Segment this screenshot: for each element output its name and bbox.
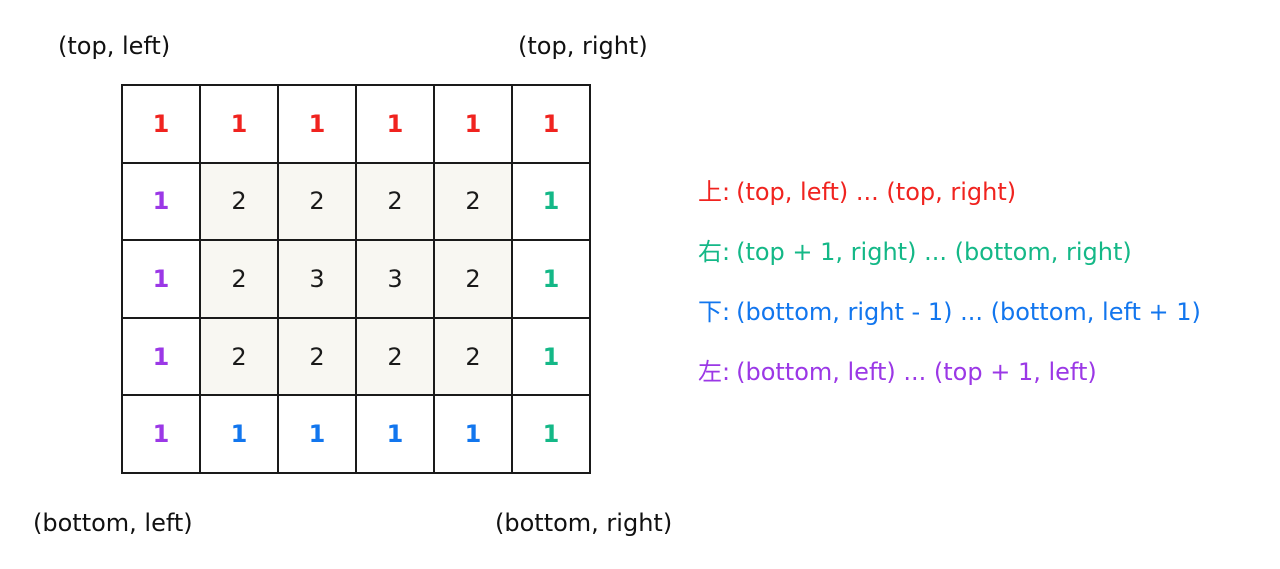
legend-range-text: (top, left) ... (top, right) — [736, 178, 1017, 206]
grid-cell-r4-c2: 1 — [279, 396, 357, 474]
grid-cell-r1-c3: 2 — [357, 163, 435, 242]
grid-cell-r1-c2: 2 — [279, 163, 357, 242]
traversal-legend: 上:(top, left) ... (top, right) 右:(top + … — [698, 176, 1201, 416]
grid-cell-r3-c0: 1 — [123, 318, 201, 397]
legend-top-edge: 上:(top, left) ... (top, right) — [698, 176, 1201, 236]
legend-direction-label: 右: — [698, 238, 731, 266]
grid-cell-r0-c4: 1 — [435, 86, 513, 164]
legend-direction-label: 左: — [698, 358, 731, 386]
grid-cell-r2-c4: 2 — [435, 241, 513, 319]
legend-left-edge: 左:(bottom, left) ... (top + 1, left) — [698, 356, 1201, 416]
grid-cell-r2-c1: 2 — [201, 241, 279, 319]
corner-label-top-left: (top, left) — [58, 32, 171, 60]
grid-cell-r0-c0: 1 — [123, 86, 201, 164]
grid-cell-r0-c2: 1 — [279, 86, 357, 164]
grid-cell-r3-c3: 2 — [357, 318, 435, 397]
grid-cell-r2-c0: 1 — [123, 241, 201, 319]
corner-label-top-right: (top, right) — [518, 32, 648, 60]
legend-bottom-edge: 下:(bottom, right - 1) ... (bottom, left … — [698, 296, 1201, 356]
grid-cell-r3-c1: 2 — [201, 318, 279, 397]
grid-cell-r2-c3: 3 — [357, 241, 435, 319]
legend-direction-label: 下: — [698, 298, 731, 326]
grid-cell-r4-c5: 1 — [513, 396, 591, 474]
grid-cell-r0-c1: 1 — [201, 86, 279, 164]
grid-cell-r3-c4: 2 — [435, 318, 513, 397]
corner-label-bottom-left: (bottom, left) — [33, 509, 193, 537]
grid-cell-r3-c5: 1 — [513, 318, 591, 397]
grid-cell-r4-c0: 1 — [123, 396, 201, 474]
corner-label-bottom-right: (bottom, right) — [495, 509, 673, 537]
grid-cell-r1-c0: 1 — [123, 163, 201, 242]
grid-cell-r0-c5: 1 — [513, 86, 591, 164]
grid-cell-r4-c4: 1 — [435, 396, 513, 474]
grid-cell-r4-c1: 1 — [201, 396, 279, 474]
legend-range-text: (bottom, left) ... (top + 1, left) — [736, 358, 1097, 386]
grid-cell-r2-c5: 1 — [513, 241, 591, 319]
grid-cell-r3-c2: 2 — [279, 318, 357, 397]
legend-range-text: (top + 1, right) ... (bottom, right) — [736, 238, 1132, 266]
grid-cell-r2-c2: 3 — [279, 241, 357, 319]
grid-cell-r1-c4: 2 — [435, 163, 513, 242]
legend-right-edge: 右:(top + 1, right) ... (bottom, right) — [698, 236, 1201, 296]
legend-direction-label: 上: — [698, 178, 731, 206]
grid-cell-r1-c5: 1 — [513, 163, 591, 242]
legend-range-text: (bottom, right - 1) ... (bottom, left + … — [736, 298, 1201, 326]
grid-cell-r1-c1: 2 — [201, 163, 279, 242]
grid-cell-r4-c3: 1 — [357, 396, 435, 474]
grid-cell-r0-c3: 1 — [357, 86, 435, 164]
